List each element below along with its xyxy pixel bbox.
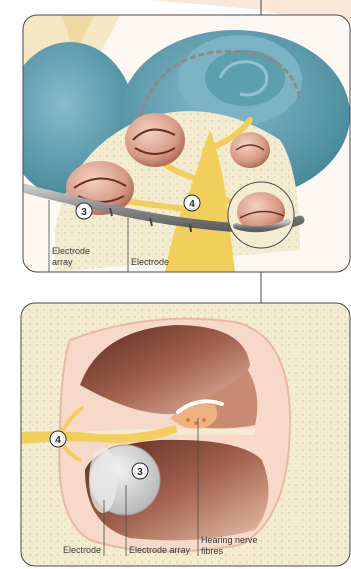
cochlear-chamber-right [230, 132, 270, 168]
label-electrode-array-bottom: Electrode array [129, 545, 191, 555]
badge-nerve-top-text: 4 [189, 199, 195, 210]
label-electrode: Electrode [131, 257, 169, 267]
label-hearing-nerve-line2: fibres [201, 546, 224, 556]
badge-electrode-bottom: 3 [132, 463, 148, 479]
label-electrode-array-line1: Electrode [52, 246, 90, 256]
label-electrode-array-line2: array [52, 257, 73, 267]
badge-electrode-top-text: 3 [81, 207, 87, 218]
badge-nerve-bottom: 4 [50, 431, 66, 447]
badge-nerve-top: 4 [184, 195, 200, 211]
label-hearing-nerve-line1: Hearing nerve [201, 535, 258, 545]
label-electrode-bottom: Electrode [63, 545, 101, 555]
badge-nerve-bottom-text: 4 [55, 435, 61, 446]
badge-electrode-top: 3 [76, 203, 92, 219]
badge-electrode-bottom-text: 3 [137, 467, 143, 478]
cochlea-cross-section-panel [21, 303, 350, 566]
cochlear-chamber-upper [125, 113, 185, 167]
cochlea-overview-panel [5, 15, 350, 272]
